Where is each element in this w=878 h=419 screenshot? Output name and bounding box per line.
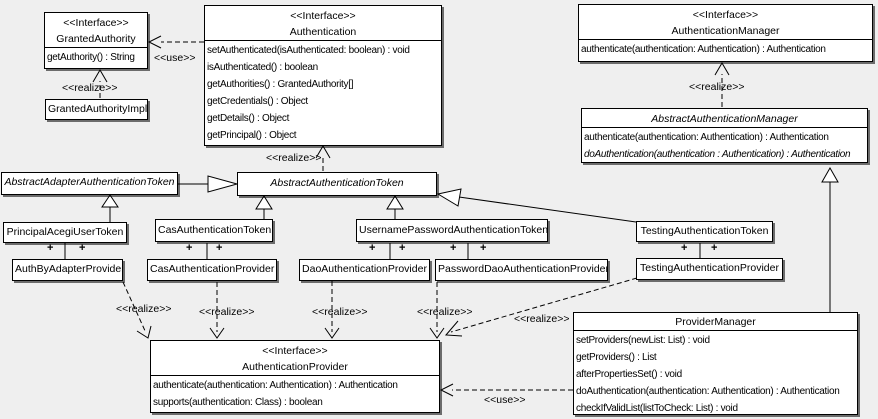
multiplicity-plus: + <box>450 242 457 254</box>
class-testing-authentication-provider: TestingAuthenticationProvider <box>636 258 783 280</box>
class-name: CasAuthenticationProvider <box>150 263 275 275</box>
gen-triangle <box>207 175 239 193</box>
arrowhead <box>92 69 108 83</box>
multiplicity-plus: + <box>480 242 487 254</box>
arrowhead <box>209 327 225 339</box>
method: authenticate(authentication: Authenticat… <box>153 380 398 391</box>
class-abstract-authentication-token: AbstractAuthenticationToken <box>237 172 437 196</box>
class-abstract-adapter-authentication-token: AbstractAdapterAuthenticationToken <box>1 172 178 195</box>
class-password-dao-authentication-provider: PasswordDaoAuthenticationProvider <box>435 259 608 281</box>
gen-triangle <box>436 188 462 207</box>
class-abstract-authentication-manager: AbstractAuthenticationManager authentica… <box>581 108 868 163</box>
arrowhead <box>714 62 730 76</box>
method: getAuthority() : String <box>47 52 135 63</box>
class-name: CasAuthenticationToken <box>158 224 272 236</box>
gen-triangle <box>255 195 273 210</box>
realize-label: <<realize>> <box>266 152 322 164</box>
multiplicity-plus: + <box>216 242 223 254</box>
arrowhead <box>324 327 340 339</box>
class-name: AbstractAdapterAuthenticationToken <box>4 176 175 188</box>
realize-label: <<realize>> <box>199 306 255 318</box>
method: afterPropertiesSet() : void <box>576 369 682 380</box>
method: doAuthentication(authentication : Authen… <box>584 149 851 160</box>
class-name: Authentication <box>289 26 357 38</box>
method: checkIfValidList(listToCheck: List) : vo… <box>576 403 738 414</box>
class-name: TestingAuthenticationToken <box>640 225 769 237</box>
class-name: ProviderManager <box>675 316 756 328</box>
class-principal-acegi-user-token: PrincipalAcegiUserToken <box>3 222 127 243</box>
realize-label: <<realize>> <box>116 303 172 315</box>
arrowhead <box>439 383 454 397</box>
class-name: TestingAuthenticationProvider <box>640 262 779 274</box>
class-testing-authentication-token: TestingAuthenticationToken <box>636 221 773 242</box>
class-cas-authentication-provider: CasAuthenticationProvider <box>147 259 277 281</box>
class-granted-authority-impl: GrantedAuthorityImpl <box>45 99 148 120</box>
class-name: AuthenticationProvider <box>242 361 348 373</box>
use-label: <<use>> <box>154 52 196 64</box>
arrowhead <box>136 325 152 339</box>
class-name: PrincipalAcegiUserToken <box>6 226 124 238</box>
realize-label: <<realize>> <box>417 306 473 318</box>
method: getProviders() : List <box>576 352 657 363</box>
multiplicity-plus: + <box>399 242 406 254</box>
method: setAuthenticated(isAuthenticated: boolea… <box>207 45 410 56</box>
class-authentication-provider: <<Interface>> AuthenticationProvider aut… <box>150 340 440 413</box>
multiplicity-plus: + <box>681 242 688 254</box>
stereotype: <<Interface>> <box>290 10 356 22</box>
gen-triangle <box>386 195 404 210</box>
method: doAuthentication(authentication: Authent… <box>576 386 840 397</box>
multiplicity-plus: + <box>47 242 54 254</box>
class-granted-authority: <<Interface>> GrantedAuthority getAuthor… <box>44 12 148 69</box>
class-provider-manager: ProviderManager setProviders(newList: Li… <box>573 312 858 415</box>
method: getCredentials() : Object <box>207 96 308 107</box>
multiplicity-plus: + <box>369 242 376 254</box>
stereotype: <<Interface>> <box>262 345 328 357</box>
gen-triangle <box>821 166 839 183</box>
class-cas-authentication-token: CasAuthenticationToken <box>155 219 273 242</box>
class-name: GrantedAuthorityImpl <box>48 103 148 115</box>
realize-label: <<realize>> <box>62 82 118 94</box>
multiplicity-plus: + <box>186 242 193 254</box>
method: authenticate(authentication: Authenticat… <box>581 44 826 55</box>
method: setProviders(newList: List) : void <box>576 335 710 346</box>
multiplicity-plus: + <box>711 242 718 254</box>
realize-label: <<realize>> <box>312 306 368 318</box>
method: getAuthorities() : GrantedAuthority[] <box>207 79 354 90</box>
method: isAuthenticated() : boolean <box>207 62 318 73</box>
stereotype: <<Interface>> <box>63 17 129 29</box>
class-name: PasswordDaoAuthenticationProvider <box>438 263 608 275</box>
arrowhead <box>444 320 463 337</box>
realize-label: <<realize>> <box>514 313 570 325</box>
gen-triangle <box>101 194 119 208</box>
class-name: AuthByAdapterProvider <box>15 263 123 275</box>
class-name: GrantedAuthority <box>56 33 136 45</box>
method: getDetails() : Object <box>207 113 290 124</box>
class-authentication: <<Interface>> Authentication setAuthenti… <box>204 5 442 146</box>
method: authenticate(authentication: Authenticat… <box>584 132 829 143</box>
class-authentication-manager: <<Interface>> AuthenticationManager auth… <box>578 4 873 62</box>
method: getPrincipal() : Object <box>207 130 297 141</box>
use-label: <<use>> <box>484 394 526 406</box>
class-dao-authentication-provider: DaoAuthenticationProvider <box>299 259 430 281</box>
method: supports(authentication: Class) : boolea… <box>153 397 323 408</box>
class-name: AbstractAuthenticationToken <box>270 177 404 189</box>
stereotype: <<Interface>> <box>692 9 759 21</box>
arrowhead <box>147 35 162 49</box>
class-auth-by-adapter-provider: AuthByAdapterProvider <box>12 259 123 281</box>
class-name: AbstractAuthenticationManager <box>651 113 798 125</box>
class-name: DaoAuthenticationProvider <box>302 263 427 275</box>
class-username-password-authentication-token: UsernamePasswordAuthenticationToken <box>356 219 548 242</box>
class-name: UsernamePasswordAuthenticationToken <box>359 224 548 236</box>
multiplicity-plus: + <box>79 242 86 254</box>
arrowhead <box>429 327 445 339</box>
realize-label: <<realize>> <box>689 81 745 93</box>
class-name: AuthenticationManager <box>671 25 780 37</box>
